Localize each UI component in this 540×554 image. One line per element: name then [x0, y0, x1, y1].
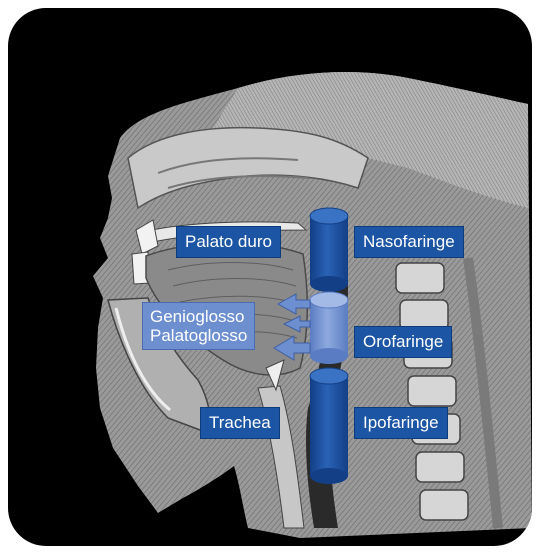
figure-frame: Palato duro Nasofaringe Genioglosso Pala…	[8, 8, 532, 546]
label-palato-duro: Palato duro	[176, 226, 281, 258]
label-trachea: Trachea	[200, 407, 280, 439]
label-orofaringe: Orofaringe	[354, 326, 452, 358]
label-muscles: Genioglosso Palatoglosso	[142, 302, 255, 350]
oropharynx-cylinder	[310, 292, 348, 364]
label-palatoglosso: Palatoglosso	[150, 326, 247, 345]
label-nasofaringe: Nasofaringe	[354, 226, 464, 258]
hypopharynx-cylinder	[310, 368, 348, 484]
nasopharynx-cylinder	[310, 208, 348, 292]
sagittal-head-section	[8, 8, 532, 546]
label-genioglosso: Genioglosso	[150, 307, 247, 326]
label-ipofaringe: Ipofaringe	[354, 407, 448, 439]
